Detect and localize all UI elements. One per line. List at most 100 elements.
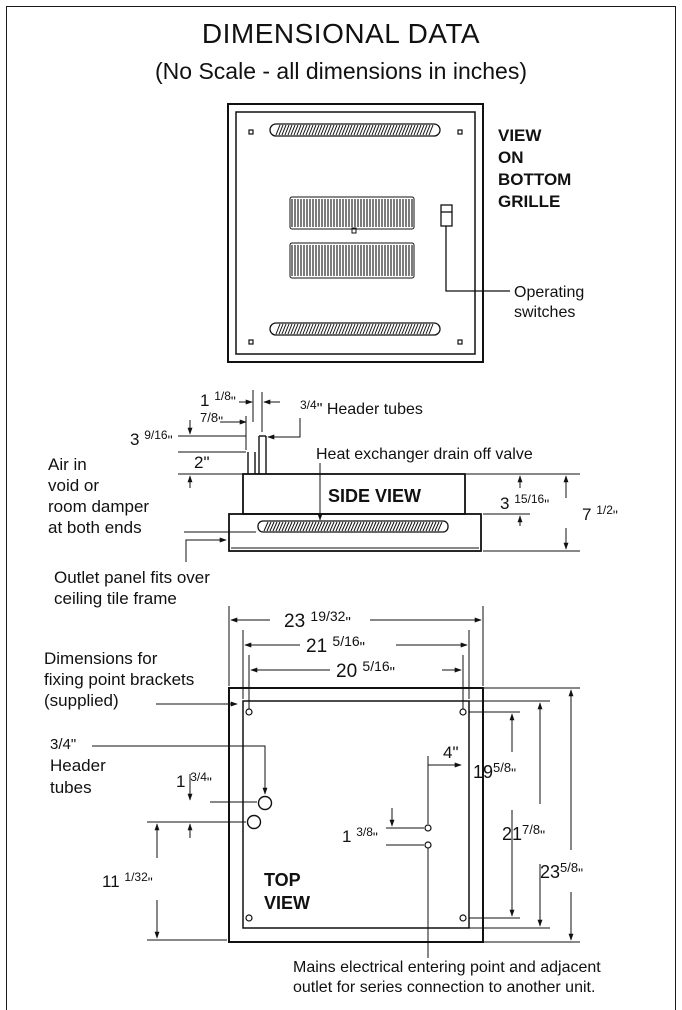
grille-hatch-line xyxy=(413,521,419,532)
dim-1-3-8: 1 3/8" xyxy=(342,825,378,846)
grille-hatch-line xyxy=(386,521,392,532)
grille-hatch-line xyxy=(302,521,308,532)
grille-hatch-line xyxy=(419,521,425,532)
grille-outline xyxy=(289,242,415,279)
grille-hatch-line xyxy=(377,124,383,136)
air-in-line-3: room damper xyxy=(48,497,149,516)
grille-hatch-line xyxy=(404,124,410,136)
page-frame xyxy=(6,6,676,1010)
grille-hatch-line xyxy=(356,521,362,532)
grille-hatch-line xyxy=(374,124,380,136)
grille-hatch-line xyxy=(431,521,437,532)
grille-hatch-line xyxy=(347,521,353,532)
grille-hatch-line xyxy=(422,323,428,335)
grille-hatch-line xyxy=(311,521,317,532)
bottom-air-slot xyxy=(269,322,441,336)
header-tubes-label: 3/4" Header tubes xyxy=(300,398,423,418)
grille-hatch-line xyxy=(353,323,359,335)
grille-hatch-line xyxy=(368,521,374,532)
grille-hatch-line xyxy=(347,124,353,136)
grille-hatch-line xyxy=(305,124,311,136)
grille-hatch-line xyxy=(416,124,422,136)
grille-hatch-line xyxy=(284,323,290,335)
dim-1-1-8: 1 1/8" xyxy=(200,389,236,410)
grille-hatch-line xyxy=(392,521,398,532)
grille-center-clip xyxy=(351,227,357,234)
grille-hatch-line xyxy=(341,323,347,335)
grille-hatch-line xyxy=(278,521,284,532)
grille-hatch-line xyxy=(278,124,284,136)
grille-hatch-line xyxy=(335,323,341,335)
grille-hatch-line xyxy=(323,323,329,335)
grille-hatch-line xyxy=(368,124,374,136)
dim-3-9-16: 3 9/16" xyxy=(130,428,173,449)
header-tube-circle-1 xyxy=(257,795,273,811)
grille-hatch-line xyxy=(425,323,431,335)
grille-hatch-line xyxy=(275,521,281,532)
header-tube-circle-2 xyxy=(246,814,262,830)
grille-hatch-line xyxy=(362,124,368,136)
grille-hatch-line xyxy=(419,323,425,335)
dim-7-1-2: 7 1/2" xyxy=(582,503,618,524)
page-subtitle: (No Scale - all dimensions in inches) xyxy=(155,58,527,84)
grille-hatch-line xyxy=(395,521,401,532)
grille-hatch-line xyxy=(362,521,368,532)
grille-hatch-line xyxy=(293,323,299,335)
dim-4: 4" xyxy=(443,743,459,762)
grille-hatch-line xyxy=(389,521,395,532)
air-in-line-4: at both ends xyxy=(48,518,142,537)
grille-hatch-line xyxy=(395,323,401,335)
grille-hatch-line xyxy=(308,521,314,532)
grille-hatch-line xyxy=(422,521,428,532)
grille-hatch-line xyxy=(296,323,302,335)
grille-hatch-line xyxy=(332,124,338,136)
grille-hatch-line xyxy=(338,521,344,532)
grille-hatch-line xyxy=(371,124,377,136)
grille-hatch-line xyxy=(410,323,416,335)
grille-hatch-line xyxy=(323,521,329,532)
grille-hatch-line xyxy=(380,521,386,532)
grille-hatch-line xyxy=(335,124,341,136)
bottom-grille-view xyxy=(227,103,510,363)
grille-hatch-line xyxy=(386,323,392,335)
grille-hatch-line xyxy=(299,323,305,335)
grille-hatch-line xyxy=(317,521,323,532)
grille-hatch-line xyxy=(371,521,377,532)
grille-hatch-line xyxy=(308,124,314,136)
grille-hatch-line xyxy=(347,323,353,335)
side-view-label: SIDE VIEW xyxy=(328,486,421,506)
dim-19-5-8: 195/8" xyxy=(473,760,516,782)
grille-hatch-line xyxy=(326,323,332,335)
air-in-line-2: void or xyxy=(48,476,99,495)
dim-1-3-4: 1 3/4" xyxy=(176,770,212,791)
fixing-label-line-1: Dimensions for xyxy=(44,649,158,668)
grille-hatch-line xyxy=(344,323,350,335)
grille-hatch-line xyxy=(362,323,368,335)
header-tubes-top-line-1: 3/4" xyxy=(50,736,76,753)
grille-hatch-line xyxy=(365,521,371,532)
grille-hatch-line xyxy=(281,521,287,532)
grille-hatch-line xyxy=(371,323,377,335)
grille-hatch-line xyxy=(302,124,308,136)
grille-hatch-line xyxy=(398,124,404,136)
grille-hatch-line xyxy=(401,124,407,136)
grille-hatch-line xyxy=(287,521,293,532)
grille-hatch-line xyxy=(383,521,389,532)
dim-3-15-16: 3 15/16" xyxy=(500,492,549,513)
grille-hatch-line xyxy=(359,323,365,335)
grille-hatch-line xyxy=(290,521,296,532)
air-in-line-1: Air in xyxy=(48,455,87,474)
grille-hatch-line xyxy=(392,124,398,136)
grille-hatch-line xyxy=(320,124,326,136)
grille-hatch-line xyxy=(398,323,404,335)
grille-hatch-line xyxy=(353,124,359,136)
grille-hatch-line xyxy=(404,323,410,335)
dim-7-8: 7/8" xyxy=(200,410,223,429)
operating-switches-callout-line-1: Operating xyxy=(514,284,584,301)
grille-hatch-line xyxy=(416,521,422,532)
grille-hatch-line xyxy=(302,323,308,335)
mains-label-line-2: outlet for series connection to another … xyxy=(293,979,595,996)
dim-20-5-16: 20 5/16" xyxy=(336,658,395,682)
grille-hatch-line xyxy=(287,124,293,136)
